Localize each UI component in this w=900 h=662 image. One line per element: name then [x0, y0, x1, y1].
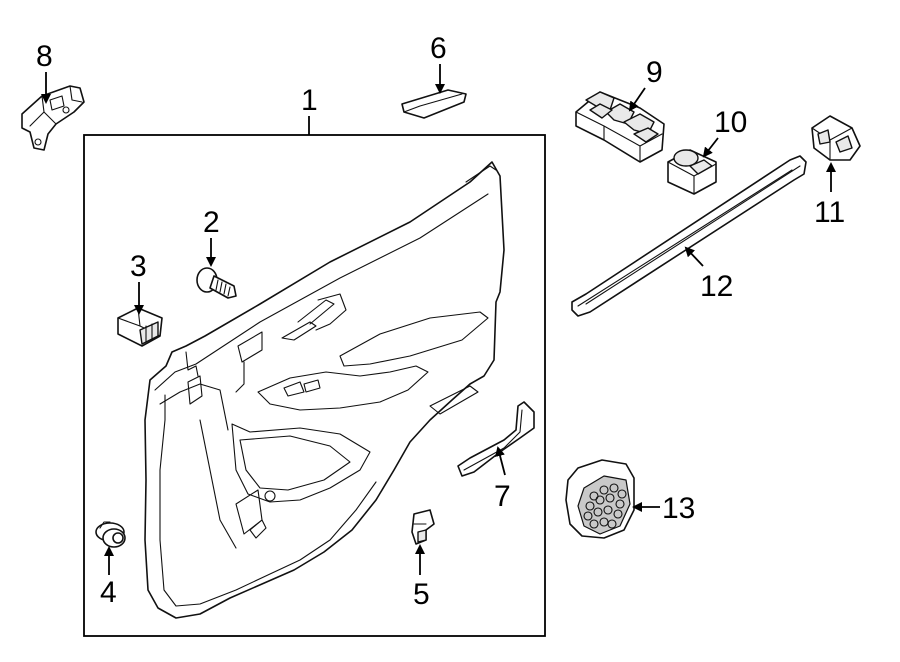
trim-bezel[interactable]: [457, 401, 535, 477]
assembly-frame: [83, 134, 546, 637]
push-pin-clip[interactable]: [95, 521, 126, 548]
screw[interactable]: [196, 267, 237, 299]
callout-9: 9: [646, 56, 663, 89]
belt-weatherstrip[interactable]: [571, 155, 807, 317]
callout-6: 6: [430, 32, 447, 65]
callout-leader-7: [495, 446, 506, 476]
callout-11: 11: [814, 196, 845, 229]
bracket-clip[interactable]: [411, 509, 435, 545]
callout-leader-10: [702, 137, 719, 158]
mounting-bracket[interactable]: [21, 85, 85, 151]
door-trim-panel[interactable]: [144, 161, 505, 619]
callout-leader-9: [628, 87, 646, 112]
window-switch[interactable]: [667, 149, 717, 195]
callout-5: 5: [413, 578, 430, 611]
callout-7: 7: [494, 480, 511, 513]
switch-unit[interactable]: [811, 115, 861, 161]
callout-13: 13: [662, 492, 695, 525]
grille-holes: [583, 483, 627, 529]
callout-8: 8: [36, 40, 53, 73]
callout-2: 2: [203, 206, 220, 239]
window-master-switch[interactable]: [575, 91, 665, 163]
callout-10: 10: [714, 106, 747, 139]
adhesive-pad[interactable]: [401, 89, 467, 119]
retainer-clip[interactable]: [117, 307, 163, 347]
speaker-grille[interactable]: [565, 459, 635, 539]
callout-leader-12: [684, 246, 704, 267]
callout-12: 12: [700, 270, 733, 303]
callout-1: 1: [301, 84, 318, 117]
callout-3: 3: [130, 250, 147, 283]
callout-4: 4: [100, 576, 117, 609]
